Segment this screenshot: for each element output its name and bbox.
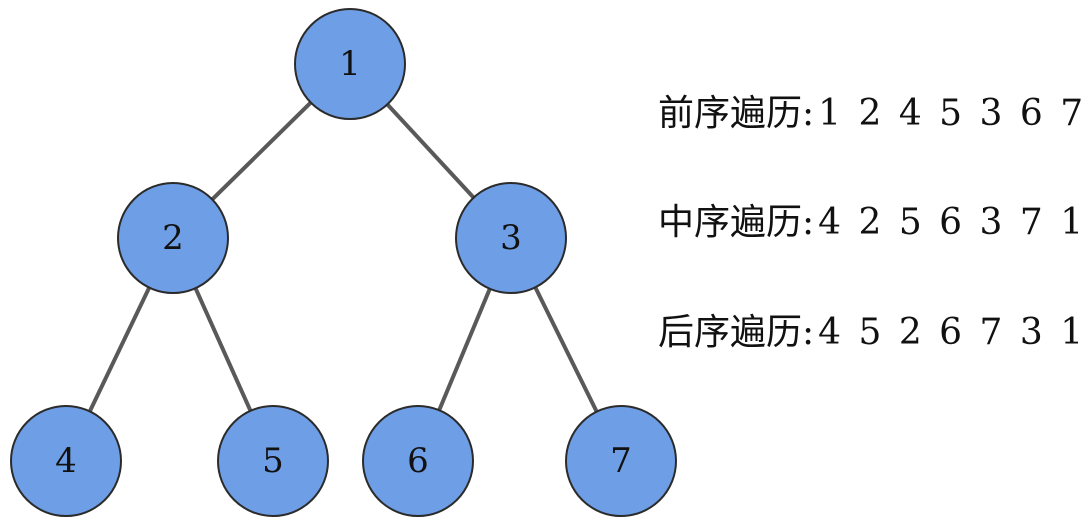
binary-tree-diagram: 1 2 3 4 5 6 7 — [10, 8, 677, 517]
nodes-layer: 1 2 3 4 5 6 7 — [10, 8, 677, 517]
edge-3-6 — [437, 286, 492, 413]
node-label-1: 1 — [339, 44, 361, 84]
edge-2-5 — [193, 286, 253, 413]
node-circle-4 — [10, 405, 122, 517]
postorder-traversal: 后序遍历:4 5 2 6 7 3 1 — [658, 315, 1086, 351]
edge-3-7 — [533, 285, 599, 414]
diagram-canvas: 1 2 3 4 5 6 7 前序遍历:1 2 4 5 3 6 7 中序遍历:4 2 5 6 … — [10, 8, 1084, 517]
node-circle-6 — [362, 405, 474, 517]
preorder-traversal: 前序遍历:1 2 4 5 3 6 7 — [658, 96, 1086, 132]
preorder-sequence: 1 2 4 5 3 6 7 — [818, 93, 1086, 134]
node-label-2: 2 — [162, 218, 184, 258]
edge-2-4 — [87, 285, 152, 414]
node-circle-5 — [217, 405, 329, 517]
node-label-4: 4 — [55, 441, 77, 481]
node-circle-7 — [565, 405, 677, 517]
tree-node-4: 4 — [10, 405, 122, 517]
postorder-sequence: 4 5 2 6 7 3 1 — [818, 312, 1086, 353]
inorder-traversal: 中序遍历:4 2 5 6 3 7 1 — [658, 205, 1086, 241]
tree-node-6: 6 — [362, 405, 474, 517]
edge-1-2 — [210, 100, 313, 202]
inorder-sequence: 4 2 5 6 3 7 1 — [818, 202, 1086, 243]
tree-node-5: 5 — [217, 405, 329, 517]
inorder-label: 中序遍历: — [658, 202, 815, 243]
preorder-label: 前序遍历: — [658, 93, 815, 134]
tree-node-3: 3 — [455, 182, 567, 294]
edges-layer — [87, 100, 599, 414]
node-label-6: 6 — [407, 441, 429, 481]
tree-node-7: 7 — [565, 405, 677, 517]
postorder-label: 后序遍历: — [658, 312, 815, 353]
node-circle-2 — [117, 182, 229, 294]
node-circle-3 — [455, 182, 567, 294]
edge-1-3 — [385, 102, 476, 200]
node-label-3: 3 — [500, 218, 522, 258]
node-label-7: 7 — [610, 441, 632, 481]
node-label-5: 5 — [262, 441, 284, 481]
tree-node-1: 1 — [294, 8, 406, 120]
node-circle-1 — [294, 8, 406, 120]
tree-node-2: 2 — [117, 182, 229, 294]
